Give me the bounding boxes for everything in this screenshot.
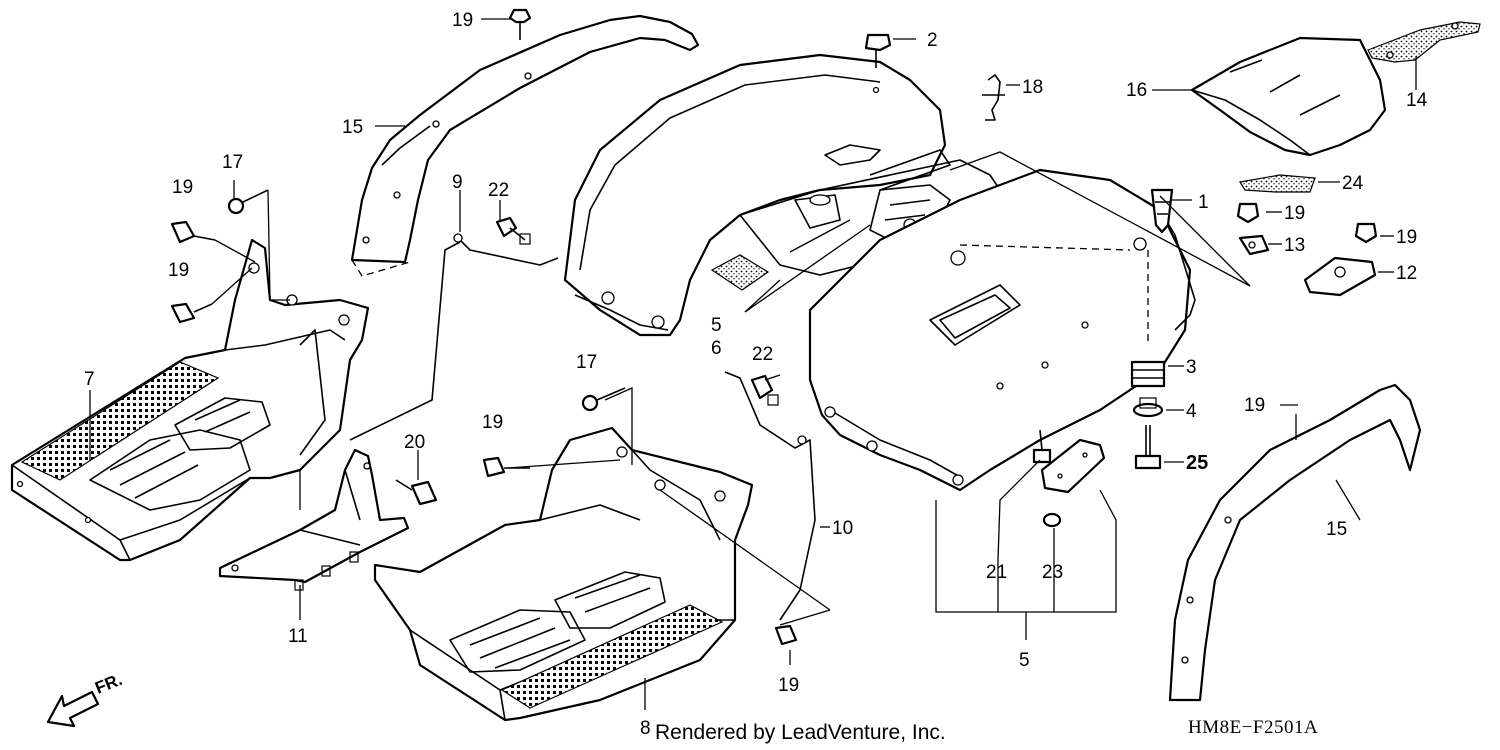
callout-5: 5 [711,315,722,336]
callout-20: 20 [404,432,425,453]
clip-12 [1303,256,1377,297]
callout-14: 14 [1406,90,1428,111]
callout-19: 19 [1244,395,1265,416]
fastener-19-right-a [1236,202,1260,224]
callout-12: 12 [1396,263,1417,284]
callout-11: 11 [288,626,308,647]
leader-lines [89,18,1417,710]
plate-24 [1239,174,1316,193]
callout-17: 17 [576,352,597,373]
fastener-17-center [581,387,626,412]
part-11-bracket [218,448,410,591]
diagram-code: HM8E−F2501A [1188,717,1318,738]
fastener-22-lower [750,374,779,406]
part-8-right-footrest [373,426,754,722]
callout-16: 16 [1126,80,1147,101]
part-14-bracket [1367,21,1481,63]
callout-22: 22 [752,344,773,365]
part-7-left-footrest [10,238,370,562]
bolt-25 [1134,425,1162,470]
plug-1 [1150,188,1174,234]
part-9-stay [349,233,559,441]
foam-pad-6 [710,254,770,291]
callout-19: 19 [778,675,799,696]
callout-13: 13 [1284,235,1305,256]
fastener-20 [395,479,438,506]
callout-labels: 19 2 18 16 14 15 17 9 22 19 1 24 19 19 1… [84,10,1428,739]
screw-21 [1032,429,1052,464]
fastener-2 [864,33,892,94]
callout-19: 19 [168,260,189,281]
callout-19: 19 [482,412,503,433]
callout-22: 22 [488,180,509,201]
callout-24: 24 [1342,173,1364,194]
callout-7: 7 [84,369,95,390]
fastener-19-left-b [170,302,213,324]
part-15-rear-fender-strip [1168,383,1422,702]
callout-9: 9 [452,172,463,193]
callout-21: 21 [986,562,1007,583]
fastener-19-top [508,8,532,40]
fastener-19-right-b [1354,222,1378,244]
nut-23 [1042,512,1062,528]
clip-18 [982,74,1005,121]
clip-13 [1238,234,1270,256]
fastener-19-left-a [170,220,216,244]
callout-5: 5 [1019,650,1030,671]
callout-19: 19 [1396,227,1417,248]
callout-23: 23 [1042,562,1063,583]
collar-4 [1132,397,1164,418]
callout-1: 1 [1198,192,1209,213]
callout-19: 19 [1284,203,1305,224]
render-credit: Rendered by LeadVenture, Inc. [655,721,946,744]
callout-17: 17 [222,152,243,173]
part-15-front-fender-strip [350,14,700,277]
fastener-22-upper [495,216,531,245]
callout-8: 8 [640,718,651,739]
callout-10: 10 [832,518,853,539]
front-direction-arrow: FR. [46,670,125,728]
callout-15: 15 [1326,519,1347,540]
front-direction-label: FR. [92,670,125,698]
callout-25: 25 [1186,452,1208,474]
callout-3: 3 [1186,357,1197,378]
callout-15: 15 [342,117,363,138]
fastener-17-left [227,189,269,215]
part-10-stay [724,371,816,621]
callout-6: 6 [711,338,722,359]
callout-19: 19 [452,10,473,31]
fastener-19-bottom [774,624,798,646]
callout-19: 19 [172,177,193,198]
lid-5 [1040,438,1106,494]
callout-2: 2 [927,30,938,51]
part-5-rear-fender [563,53,1196,492]
callout-18: 18 [1022,77,1043,98]
callout-4: 4 [1186,401,1197,422]
part-16-seat-pad [1190,36,1387,157]
rubber-3 [1130,360,1166,388]
